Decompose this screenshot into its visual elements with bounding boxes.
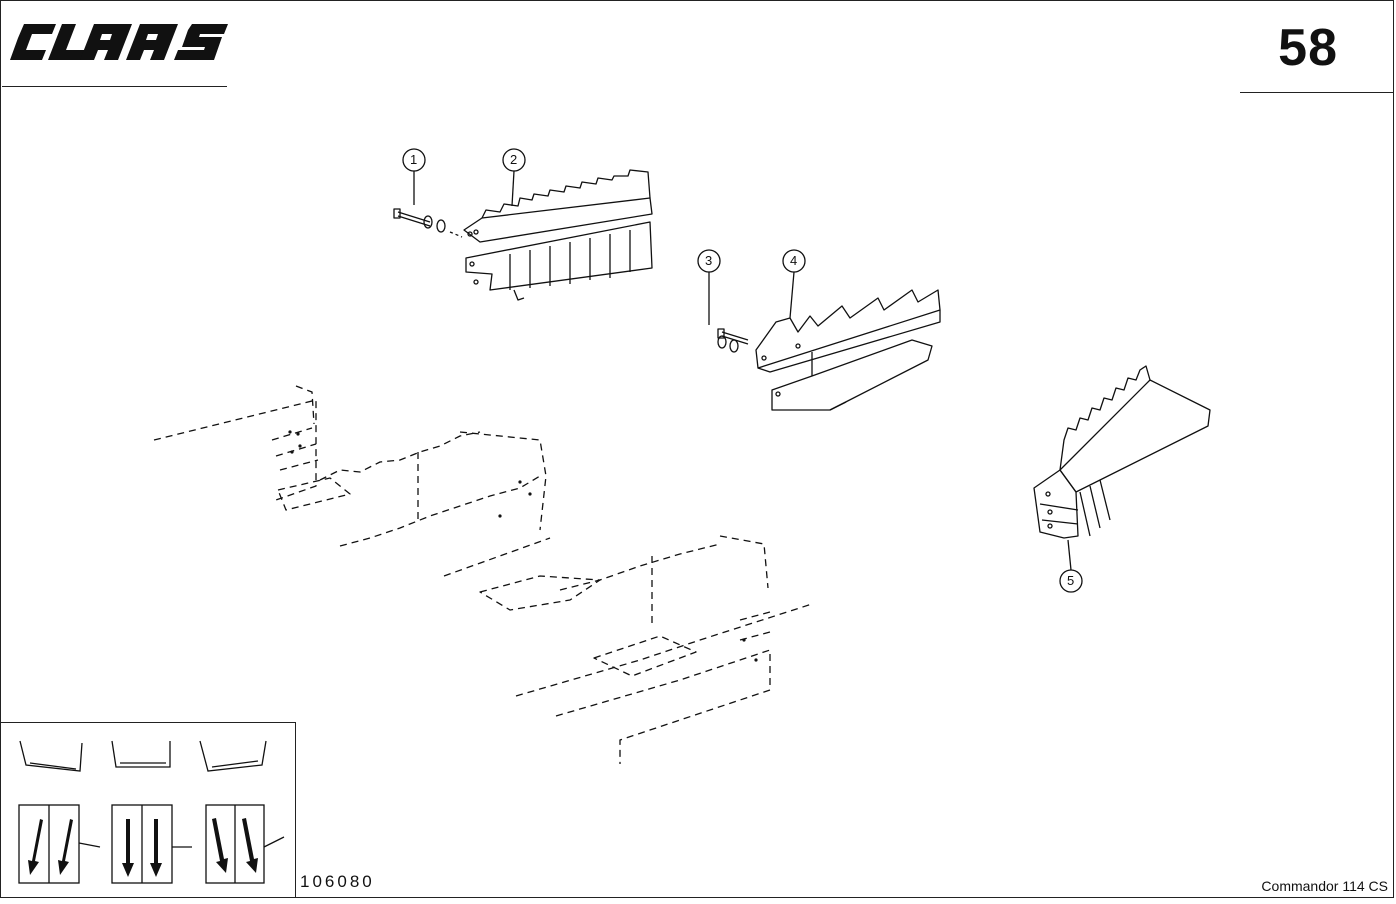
bolt-part-3 [717, 328, 749, 353]
toothed-plate-part-4 [755, 289, 941, 411]
ghost-conveyor-assembly [153, 385, 813, 764]
callout-2 [502, 148, 526, 207]
page-number: 58 [1278, 19, 1338, 77]
orientation-inset [0, 722, 296, 898]
flow-direction-icon [28, 818, 258, 877]
model-name: Commandor 114 CS [1261, 878, 1388, 894]
header-rule-right [1240, 92, 1394, 93]
conveyor-profile-icon [18, 740, 285, 884]
toothed-guide-part-2 [463, 169, 653, 301]
bolt-part-1 [393, 208, 463, 238]
callout-4 [782, 249, 806, 319]
callout-5 [1059, 539, 1083, 593]
claas-logo-icon [10, 24, 228, 60]
callout-3 [697, 249, 721, 325]
header-rule-left [2, 86, 227, 87]
angled-bracket-part-5 [1033, 365, 1211, 539]
drawing-number: 106080 [300, 872, 375, 891]
callout-1 [402, 148, 426, 205]
